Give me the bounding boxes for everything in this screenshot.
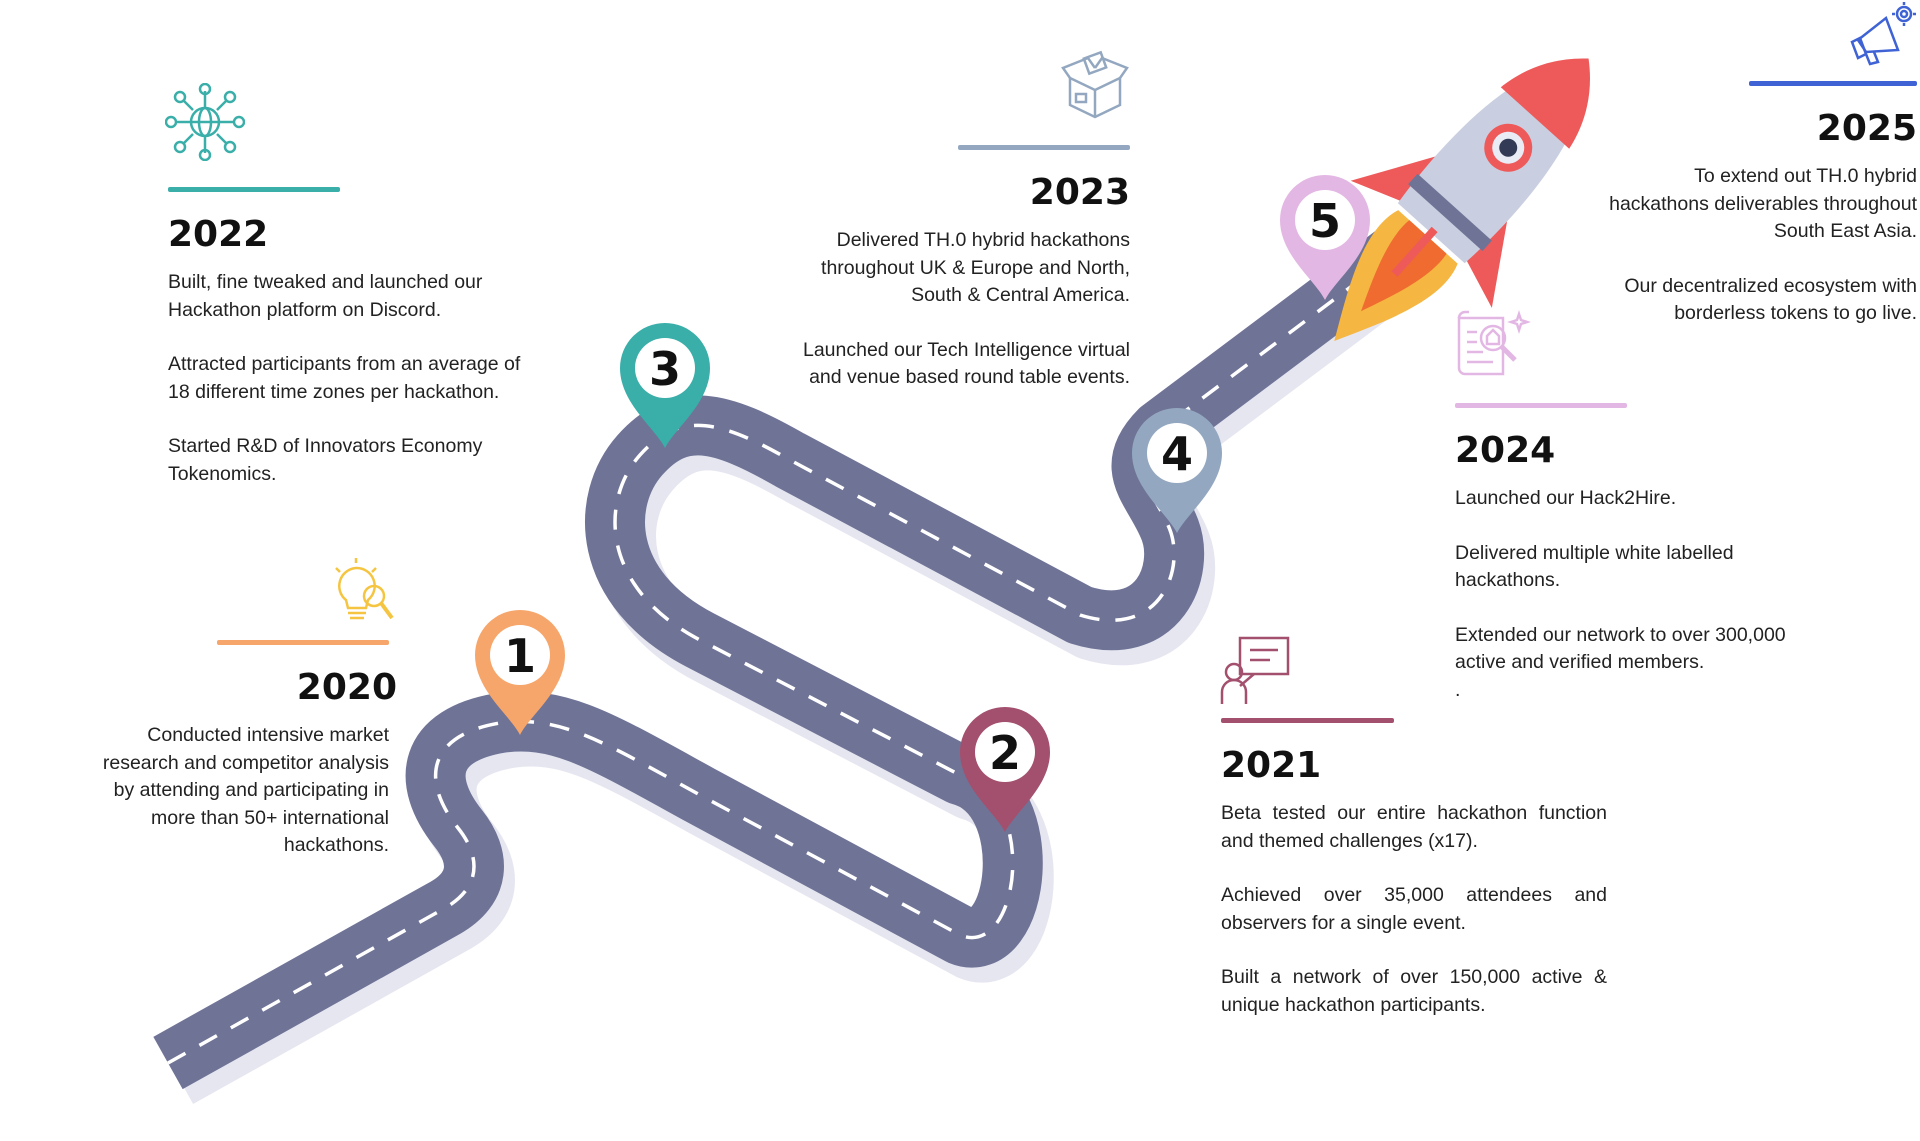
milestone-pin-3[interactable]: 3: [620, 323, 710, 448]
pin-number-2: 2: [989, 726, 1021, 780]
rocket-icon: [1334, 58, 1590, 341]
divider-2021: [1221, 718, 1394, 723]
divider-2023: [958, 145, 1130, 150]
paragraph-2020-1: Conducted intensive market research and …: [102, 724, 389, 856]
global-network-icon: [165, 83, 245, 161]
paragraph-2024-2: Delivered multiple white labelled hackat…: [1455, 541, 1734, 592]
open-box-icon: [1061, 50, 1129, 119]
divider-2020: [217, 640, 389, 645]
lightbulb-magnifier-icon: [335, 558, 394, 620]
milestone-pin-4[interactable]: 4: [1132, 408, 1222, 533]
divider-2025: [1749, 81, 1917, 86]
paragraph-2022-2: Attracted participants from an average o…: [168, 353, 521, 403]
paragraph-2021-3: Built a network of over 150,000 active &…: [1221, 966, 1607, 1016]
paragraph-2024-1: Launched our Hack2Hire.: [1455, 487, 1677, 509]
pin-number-1: 1: [504, 629, 536, 683]
milestone-2023: 2023 Delivered TH.0 hybrid hackathons th…: [750, 145, 1130, 392]
divider-2024: [1455, 403, 1627, 408]
milestone-pin-2[interactable]: 2: [960, 707, 1050, 832]
milestone-2022: 2022 Built, fine tweaked and launched ou…: [168, 187, 588, 488]
year-2025: 2025: [1816, 108, 1917, 149]
pin-number-3: 3: [649, 342, 681, 396]
paragraph-2021-2: Achieved over 35,000 attendees and obser…: [1221, 884, 1607, 934]
year-2020: 2020: [296, 667, 397, 708]
presentation-board-icon: [1220, 636, 1290, 704]
milestone-2020: 2020 Conducted intensive market research…: [60, 640, 397, 860]
milestone-2024: 2024 Launched our Hack2Hire. Delivered m…: [1455, 403, 1855, 704]
pin-number-5: 5: [1309, 194, 1341, 248]
paragraph-2022-1: Built, fine tweaked and launched our Hac…: [168, 271, 483, 321]
year-2024: 2024: [1455, 430, 1556, 471]
pin-number-4: 4: [1161, 427, 1193, 481]
milestone-2025: 2025 To extend out TH.0 hybrid hackathon…: [1530, 81, 1917, 328]
paragraph-2022-3: Started R&D of Innovators Economy Tokeno…: [168, 435, 483, 485]
megaphone-gear-icon: [1850, 2, 1916, 66]
paragraph-2021-1: Beta tested our entire hackathon functio…: [1221, 802, 1607, 852]
paragraph-2024-3: Extended our network to over 300,000 act…: [1455, 623, 1786, 701]
milestone-pin-1[interactable]: 1: [475, 610, 565, 735]
year-2022: 2022: [168, 214, 269, 255]
paragraph-2023-1: Delivered TH.0 hybrid hackathons through…: [821, 229, 1130, 306]
milestone-2021: 2021 Beta tested our entire hackathon fu…: [1221, 718, 1607, 1019]
paragraph-2023-2: Launched our Tech Intelligence virtual a…: [802, 338, 1130, 389]
year-2023: 2023: [1029, 172, 1130, 213]
year-2021: 2021: [1221, 745, 1322, 786]
paragraph-2025-1: To extend out TH.0 hybrid hackathons del…: [1609, 165, 1917, 242]
paragraph-2025-2: Our decentralized ecosystem with borderl…: [1624, 274, 1917, 325]
milestone-pin-5[interactable]: 5: [1280, 175, 1370, 300]
divider-2022: [168, 187, 340, 192]
certificate-scroll-icon: [1457, 310, 1531, 376]
